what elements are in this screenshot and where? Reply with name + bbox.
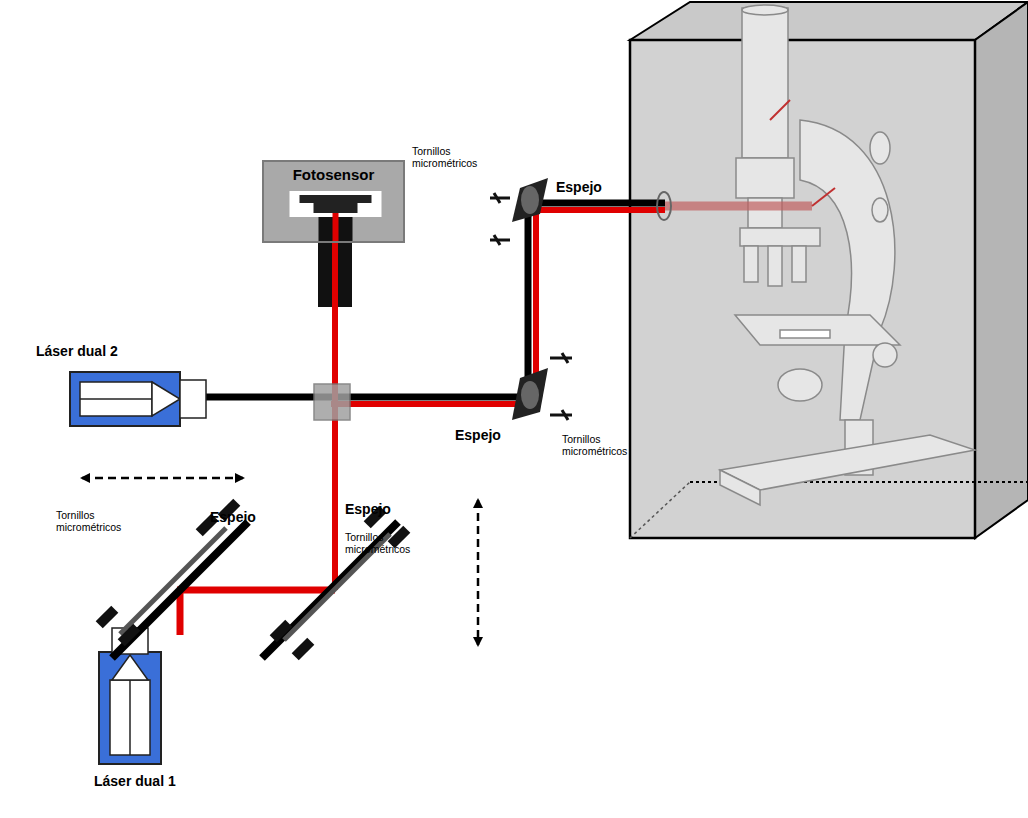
- part-label: Láser dual 1: [94, 774, 176, 789]
- screw-label: Tornillos micrométricos: [412, 146, 498, 169]
- screw-label: Tornillos micrométricos: [345, 532, 431, 555]
- part-label: Espejo: [345, 502, 391, 517]
- sensor-box: Fotosensor: [262, 160, 405, 243]
- sensor-label: Fotosensor: [264, 162, 403, 183]
- part-label: Espejo: [556, 180, 602, 195]
- part-label: Espejo: [455, 428, 501, 443]
- part-label: Láser dual 2: [36, 344, 118, 359]
- screw-label: Tornillos micrométricos: [56, 510, 142, 533]
- part-label: Espejo: [210, 510, 256, 525]
- screw-label: Tornillos micrométricos: [562, 434, 648, 457]
